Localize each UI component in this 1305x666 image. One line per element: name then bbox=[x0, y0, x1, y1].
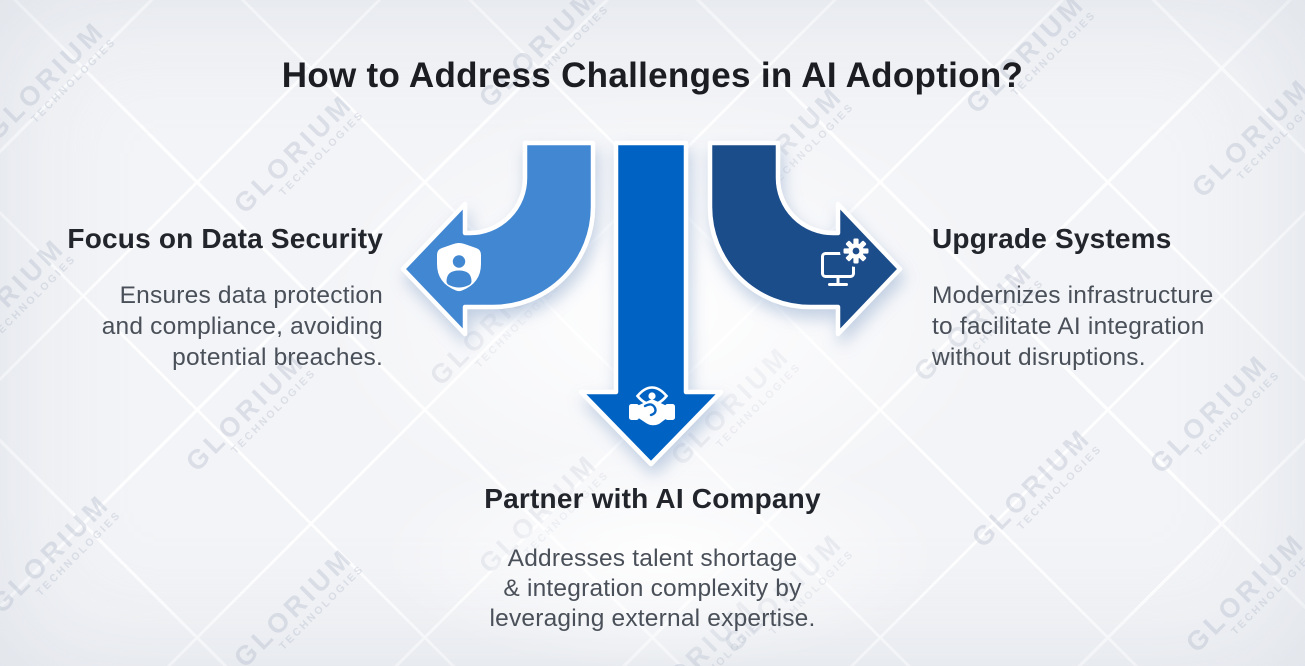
item-data-security-body: Ensures data protection and compliance, … bbox=[101, 282, 383, 371]
right-arrow-shape bbox=[707, 140, 903, 337]
item-partner-ai-company-heading: Partner with AI Company bbox=[484, 483, 821, 514]
left-arrow-shape bbox=[400, 140, 596, 337]
item-partner-ai-company-body: Addresses talent shortage & integration … bbox=[489, 545, 816, 632]
item-data-security: Focus on Data Security Ensures data prot… bbox=[67, 222, 383, 373]
gear-icon bbox=[843, 238, 869, 264]
item-upgrade-systems-heading: Upgrade Systems bbox=[932, 223, 1172, 254]
page-title: How to Address Challenges in AI Adoption… bbox=[281, 56, 1024, 95]
item-upgrade-systems-body: Modernizes infrastructure to facilitate … bbox=[932, 282, 1214, 371]
item-upgrade-systems: Upgrade Systems Modernizes infrastructur… bbox=[932, 222, 1213, 373]
item-data-security-heading: Focus on Data Security bbox=[67, 223, 383, 254]
item-partner-ai-company: Partner with AI Company Addresses talent… bbox=[0, 482, 1305, 634]
